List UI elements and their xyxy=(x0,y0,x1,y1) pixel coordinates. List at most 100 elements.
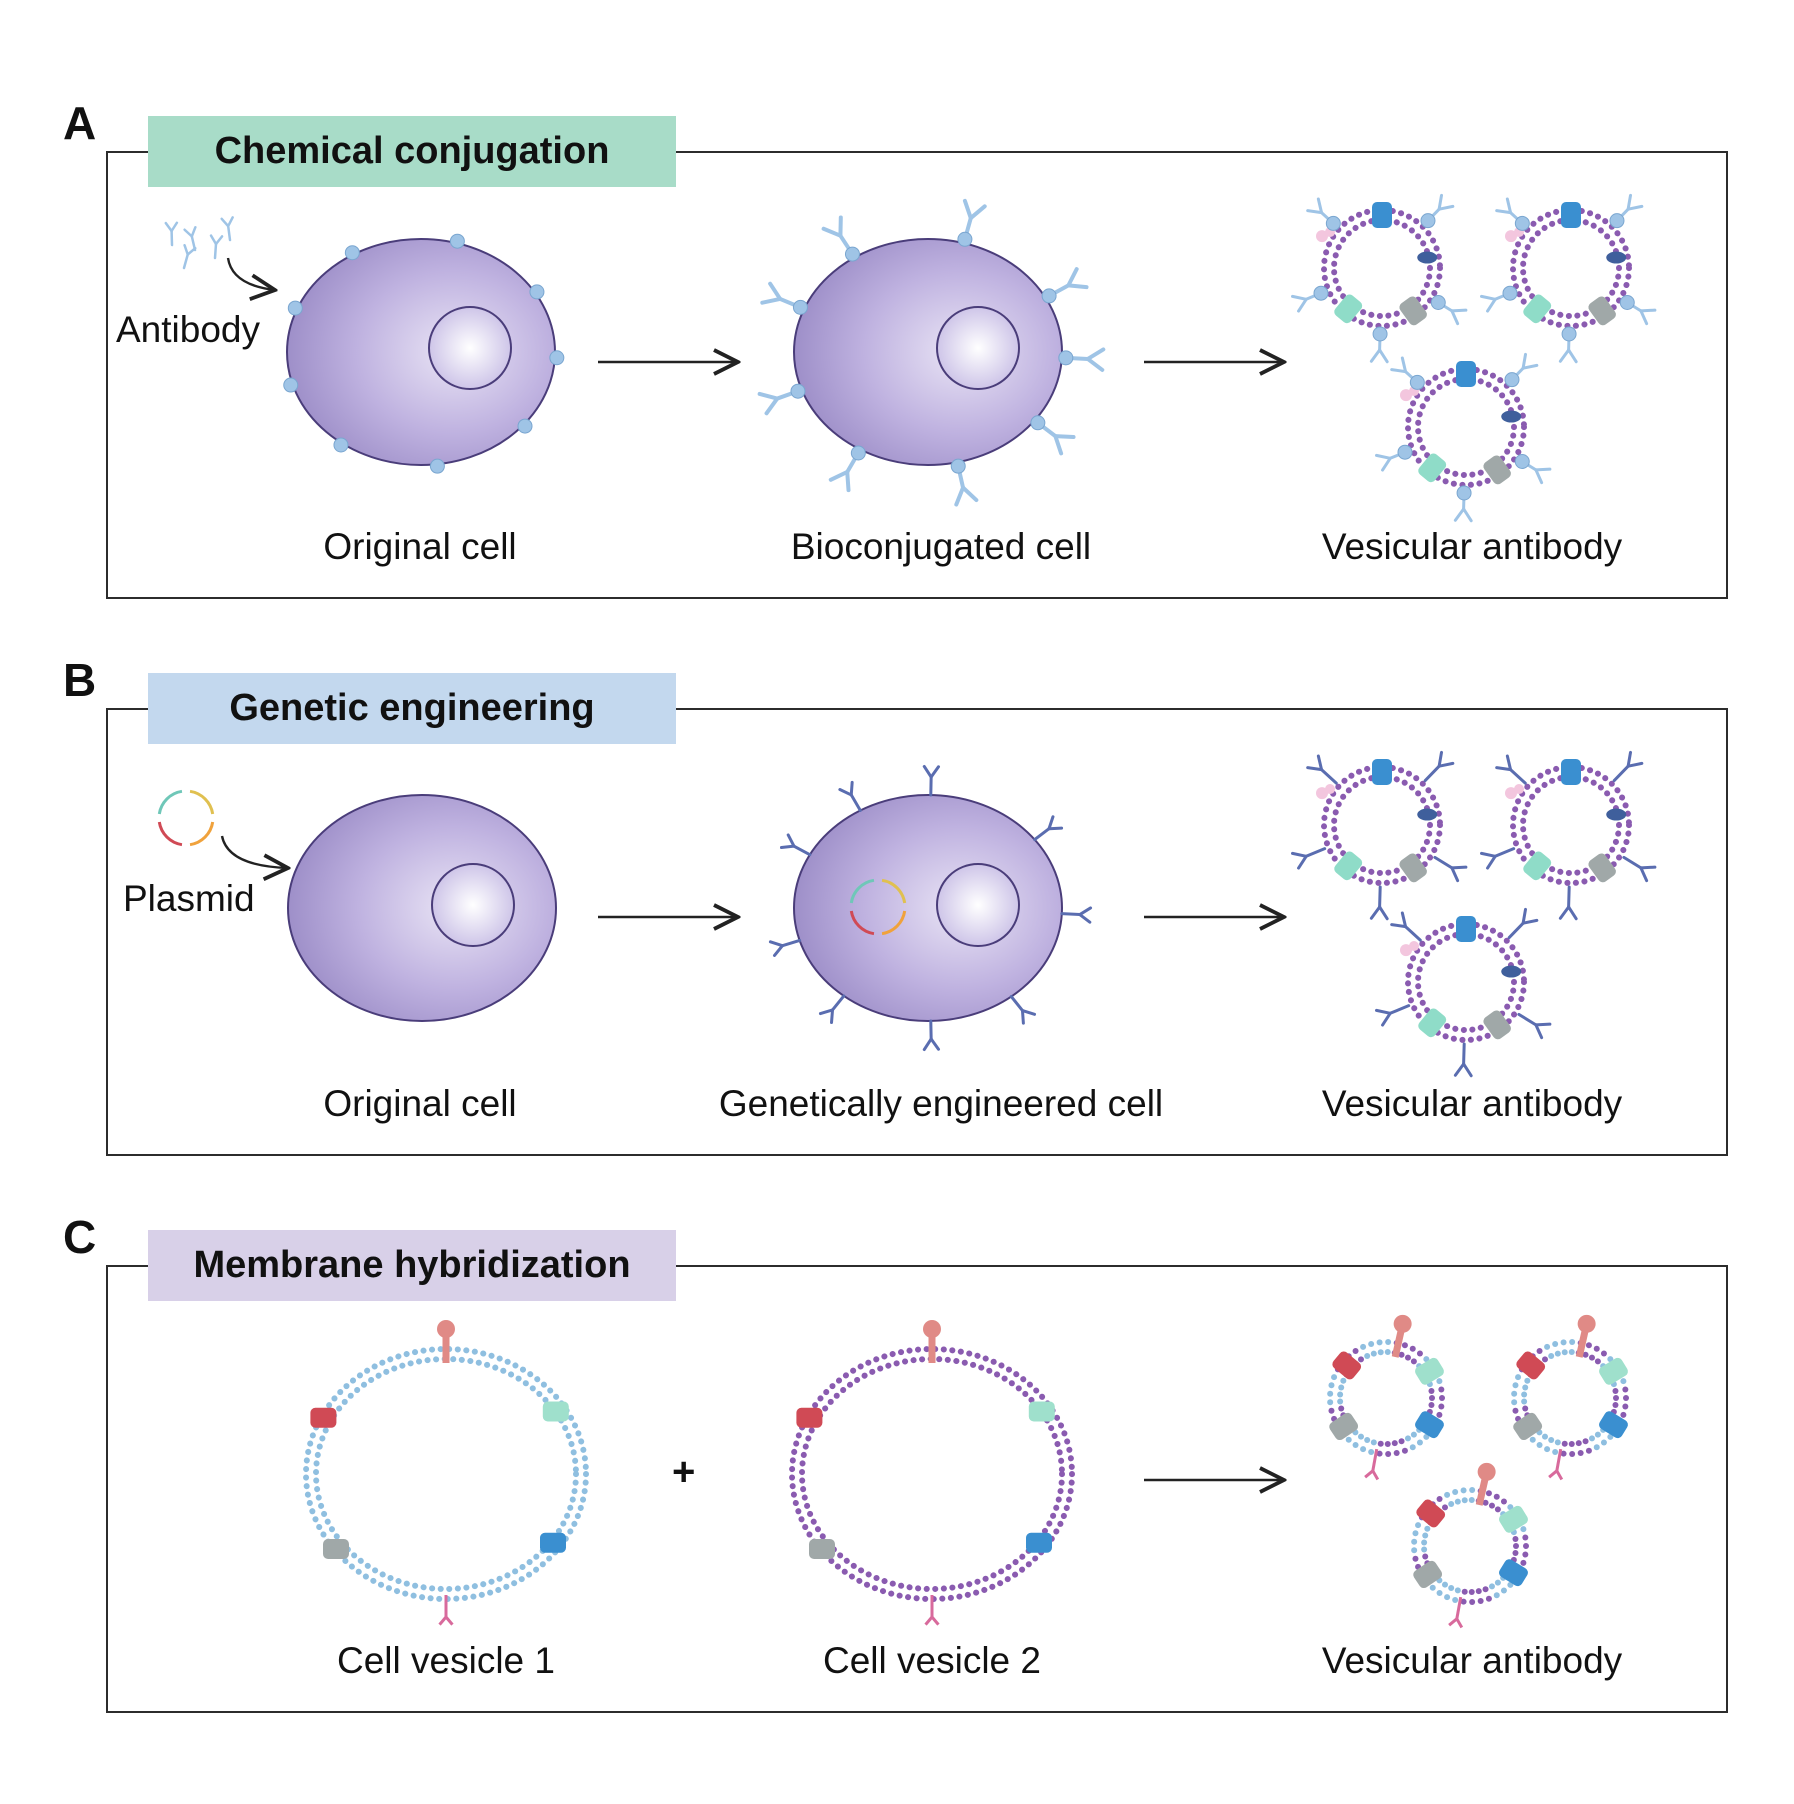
transporter-protein xyxy=(1588,296,1616,326)
transporter-protein xyxy=(1499,1559,1528,1587)
bioconjugated-cell-antibodies xyxy=(757,198,1106,507)
antibody-icon xyxy=(1622,855,1657,883)
surface-bump xyxy=(429,458,445,474)
antibody-icon xyxy=(220,216,234,242)
receptor-icon xyxy=(1575,1314,1596,1358)
curved-arrow xyxy=(220,835,288,868)
antibody-icon xyxy=(164,221,179,247)
transporter-protein xyxy=(542,1401,569,1422)
caption-a-original-cell: Original cell xyxy=(323,526,517,567)
caption-b-vesicular-antibody: Vesicular antibody xyxy=(1321,1083,1623,1124)
anchor-protein xyxy=(1606,251,1627,264)
transporter-protein xyxy=(1418,1008,1447,1038)
antibody-icon xyxy=(1375,444,1413,472)
cell-body xyxy=(286,238,556,466)
transporter-protein xyxy=(1413,1560,1443,1589)
antibody-icon xyxy=(1453,485,1473,523)
free-antibodies-icon xyxy=(164,216,275,290)
anchor-protein xyxy=(1501,410,1522,423)
channel-protein xyxy=(1372,759,1392,785)
transporter-protein xyxy=(1523,294,1552,324)
surface-bump xyxy=(283,377,299,393)
nucleus xyxy=(431,863,515,947)
transporter-protein xyxy=(1599,1411,1628,1439)
transporter-protein xyxy=(1026,1532,1052,1553)
antibody-icon xyxy=(1009,995,1037,1025)
channel-protein xyxy=(1516,1351,1546,1380)
caption-a-bioconjugated-cell: Bioconjugated cell xyxy=(790,526,1092,567)
anchor-protein xyxy=(1417,251,1438,264)
pink-marker xyxy=(1400,389,1412,402)
antibody-icon xyxy=(1558,885,1578,921)
transporter-protein xyxy=(1415,1411,1444,1439)
antibody-icon xyxy=(1390,356,1425,390)
antibody-icon xyxy=(1504,352,1539,388)
vesicle-b-3 xyxy=(1375,907,1552,1078)
antibody-icon xyxy=(768,938,802,957)
antibody-icon xyxy=(922,764,940,797)
transporter-protein xyxy=(540,1532,566,1553)
receptor-icon xyxy=(923,1320,941,1363)
channel-protein xyxy=(1416,1499,1446,1528)
antibody-icon xyxy=(1306,754,1338,785)
transporter-protein xyxy=(1399,296,1427,326)
antibody-icon xyxy=(1291,285,1329,313)
antibody-icon xyxy=(1369,885,1389,921)
antibody-icon xyxy=(1495,197,1530,231)
antibody-icon xyxy=(1507,907,1539,940)
original-cell-a xyxy=(286,238,556,466)
vesicle-a-2 xyxy=(1480,193,1657,364)
antibody-icon xyxy=(1420,193,1455,229)
antibody-icon xyxy=(922,1019,940,1052)
plasmid-label: Plasmid xyxy=(123,878,255,919)
curved-arrow xyxy=(226,257,275,290)
transporter-protein xyxy=(1329,1412,1359,1441)
pink-marker xyxy=(1514,784,1524,795)
antibody-icon xyxy=(1033,815,1064,842)
channel-protein xyxy=(1456,361,1476,387)
panel-c-title: Membrane hybridization xyxy=(148,1230,676,1301)
antibody-icon xyxy=(209,234,224,260)
surface-bump xyxy=(344,245,360,261)
bilayer-membrane xyxy=(303,1346,589,1602)
caption-c-cell-vesicle-1: Cell vesicle 1 xyxy=(337,1640,555,1681)
antibody-icon xyxy=(1423,750,1455,783)
transporter-protein xyxy=(1599,1357,1628,1385)
channel-protein xyxy=(310,1407,337,1428)
panel-letter-c: C xyxy=(63,1211,97,1263)
surface-bump xyxy=(517,418,533,434)
antibody-icon xyxy=(1480,847,1516,870)
antibody-icon xyxy=(1369,326,1389,364)
antibody-icon xyxy=(760,281,808,315)
engineered-cell xyxy=(793,794,1063,1022)
antibody-icon xyxy=(1514,453,1552,485)
transporter-protein xyxy=(1513,1412,1543,1441)
antibody-icon xyxy=(1060,906,1093,924)
anchor-protein xyxy=(1606,808,1627,821)
channel-protein xyxy=(1332,1351,1362,1380)
anchor-protein xyxy=(1501,965,1522,978)
antibody-icon xyxy=(1495,754,1527,785)
nucleus xyxy=(936,863,1020,947)
antibody-icon xyxy=(779,833,812,857)
nucleus xyxy=(936,306,1020,390)
antibody-icon xyxy=(1619,294,1657,326)
plasmid-icon xyxy=(157,789,288,868)
panel-a-frame xyxy=(106,151,1728,599)
channel-protein xyxy=(1456,916,1476,942)
vesicle-a-3 xyxy=(1375,352,1552,523)
vesicle-c-3 xyxy=(1411,1462,1529,1629)
antibody-icon xyxy=(1058,347,1106,372)
antibody-icon xyxy=(1433,855,1468,883)
vesicle-c-1 xyxy=(1327,1314,1445,1481)
panel-letter-a: A xyxy=(63,97,97,149)
cell-body xyxy=(793,794,1063,1022)
panel-b-frame xyxy=(106,708,1728,1156)
ligand-icon xyxy=(1548,1448,1564,1481)
antibody-icon xyxy=(1030,415,1076,456)
antibody-icon xyxy=(1558,326,1578,364)
antibody-icon xyxy=(1375,1004,1411,1027)
antibody-icon xyxy=(828,445,866,493)
pink-marker xyxy=(1505,787,1517,800)
original-cell-b xyxy=(287,794,557,1022)
